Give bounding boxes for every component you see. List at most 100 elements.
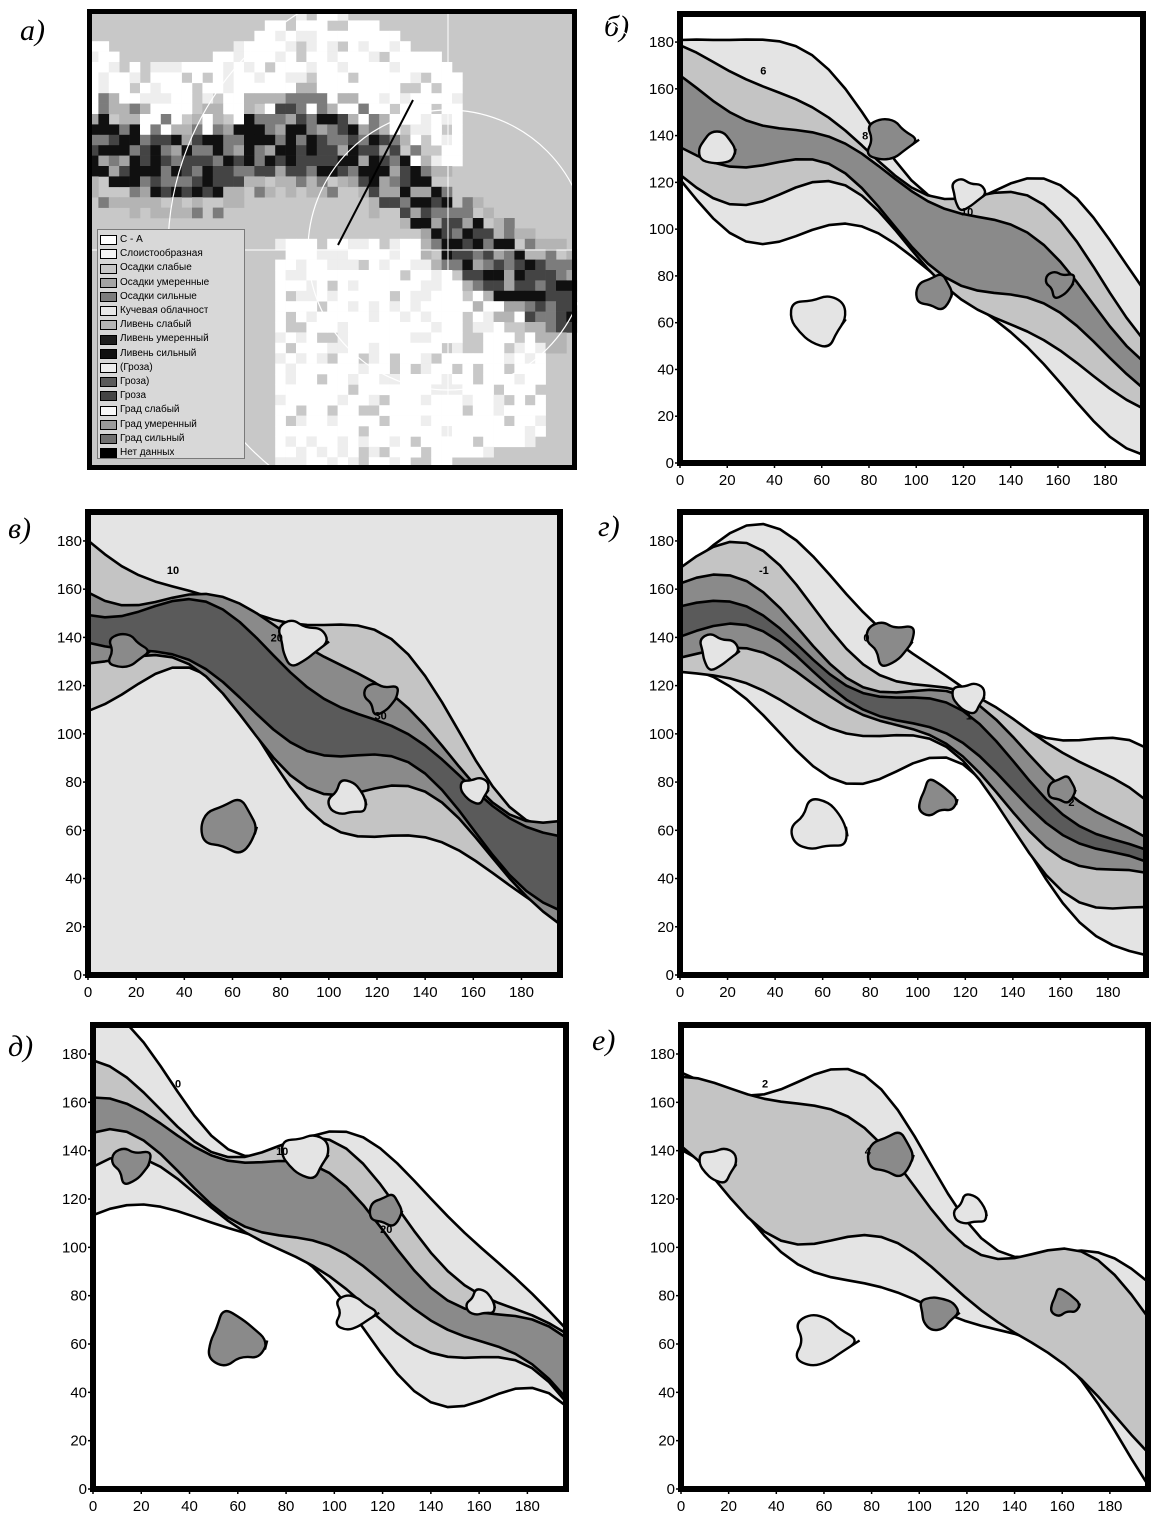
x-tick-dot [326, 972, 332, 978]
contour-cell [368, 1193, 404, 1227]
plot-frame [90, 1022, 569, 1492]
legend-label: Ливень умеренный [120, 333, 209, 345]
y-tick-label: 60 [658, 1336, 675, 1353]
legend-item: Осадки слабые [100, 261, 242, 275]
x-tick-dot [181, 972, 187, 978]
x-tick-label: 120 [951, 472, 976, 489]
y-tick-dot [85, 731, 91, 737]
contour-cell [699, 633, 741, 671]
x-tick-dot [913, 460, 919, 466]
x-tick-dot [726, 1486, 732, 1492]
plot-frame [85, 509, 563, 978]
contour-cell [915, 273, 954, 311]
x-tick-label: 60 [229, 1498, 246, 1515]
y-tick-dot [677, 273, 683, 279]
contour-level-label: 30 [374, 711, 386, 723]
y-tick-dot [677, 972, 683, 978]
contour-cell [278, 619, 330, 667]
x-tick-label: 180 [1095, 984, 1120, 1001]
y-tick-label: 120 [649, 174, 674, 191]
x-tick-dot [819, 460, 825, 466]
y-tick-dot [677, 876, 683, 882]
legend-swatch [100, 391, 117, 402]
y-tick-label: 80 [658, 1288, 675, 1305]
y-tick-dot [90, 1486, 96, 1492]
x-tick-dot [138, 1486, 144, 1492]
y-tick-dot [677, 683, 683, 689]
x-tick-label: 60 [814, 984, 831, 1001]
x-tick-label: 40 [181, 1498, 198, 1515]
x-tick-label: 0 [89, 1498, 97, 1515]
y-tick-dot [678, 1148, 684, 1154]
contour-cell [327, 779, 368, 815]
contour-cell [790, 798, 849, 850]
x-tick-label: 40 [176, 984, 193, 1001]
legend-item: Осадки сильные [100, 290, 242, 304]
y-tick-label: 80 [657, 774, 674, 791]
y-tick-dot [85, 876, 91, 882]
legend-label: Град слабый [120, 404, 180, 416]
y-tick-dot [90, 1389, 96, 1395]
y-tick-label: 40 [65, 871, 82, 888]
y-tick-dot [85, 586, 91, 592]
x-tick-label: 80 [272, 984, 289, 1001]
x-tick-label: 60 [816, 1498, 833, 1515]
y-tick-label: 0 [79, 1481, 87, 1498]
y-tick-dot [90, 1099, 96, 1105]
y-tick-label: 120 [57, 678, 82, 695]
legend-item: Ливень сильный [100, 347, 242, 361]
y-tick-dot [90, 1438, 96, 1444]
panel-label-e: е) [592, 1024, 616, 1057]
x-tick-label: 80 [863, 1498, 880, 1515]
x-tick-dot [724, 460, 730, 466]
y-tick-dot [85, 683, 91, 689]
y-tick-dot [90, 1196, 96, 1202]
radar-frame [87, 9, 577, 470]
x-tick-label: 0 [676, 472, 684, 489]
contour-cell [697, 130, 737, 165]
x-tick-dot [278, 972, 284, 978]
panel-label-v: в) [8, 512, 32, 545]
x-tick-label: 0 [676, 984, 684, 1001]
y-tick-dot [677, 366, 683, 372]
x-tick-dot [476, 1486, 482, 1492]
contour-level-label: -1 [759, 565, 769, 577]
contour-level-label: 2 [762, 1078, 768, 1090]
legend-item: Град слабый [100, 403, 242, 417]
y-tick-label: 180 [649, 533, 674, 550]
y-tick-label: 60 [70, 1336, 87, 1353]
y-tick-label: 140 [57, 629, 82, 646]
contour-cell [280, 1134, 330, 1180]
x-tick-label: 0 [677, 1498, 685, 1515]
legend-item: Слоистообразная [100, 247, 242, 261]
x-tick-label: 20 [719, 472, 736, 489]
legend-swatch [100, 448, 117, 459]
y-tick-label: 20 [657, 919, 674, 936]
y-tick-label: 0 [74, 967, 82, 984]
x-tick-label: 180 [515, 1498, 540, 1515]
y-tick-dot [677, 779, 683, 785]
x-tick-label: 180 [509, 984, 534, 1001]
x-tick-dot [773, 1486, 779, 1492]
panel-label-a: а) [20, 14, 45, 47]
contour-cell [866, 1131, 915, 1178]
y-tick-dot [85, 924, 91, 930]
y-tick-dot [677, 179, 683, 185]
y-tick-label: 120 [649, 678, 674, 695]
y-tick-label: 140 [650, 1143, 675, 1160]
contour-cell [951, 178, 988, 212]
x-tick-label: 140 [1000, 984, 1025, 1001]
y-tick-dot [677, 320, 683, 326]
legend-label: Слоистообразная [120, 248, 203, 260]
y-tick-dot [677, 827, 683, 833]
y-tick-label: 80 [65, 774, 82, 791]
contour-band [93, 1096, 566, 1400]
contour-cell [465, 1288, 497, 1316]
contour-fields [680, 522, 1146, 957]
y-tick-label: 100 [57, 726, 82, 743]
